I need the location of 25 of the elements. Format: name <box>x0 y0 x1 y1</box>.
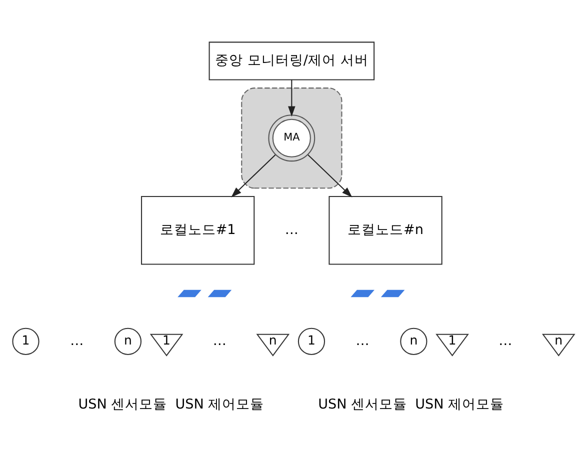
arrow <box>288 80 296 117</box>
label: … <box>70 332 84 349</box>
label: … <box>284 222 298 238</box>
label: USN 제어모듈 <box>175 396 264 413</box>
cluster <box>241 88 342 189</box>
label: … <box>356 332 370 349</box>
node-box: 중앙 모니터링/제어 서버 <box>208 42 375 80</box>
label: USN 센서모듈 <box>78 396 168 413</box>
node-lightning <box>350 290 374 298</box>
label: USN 제어모듈 <box>415 396 504 413</box>
node-box: 로컬노드#n <box>328 196 442 265</box>
node-circle: n <box>400 328 428 355</box>
arrow <box>231 154 276 198</box>
node-lightning <box>178 290 202 298</box>
node-lightning <box>208 290 232 298</box>
label: USN 센서모듈 <box>318 396 408 413</box>
node-circle: n <box>114 328 142 355</box>
node-circle: MA <box>268 114 316 162</box>
node-circle: 1 <box>12 328 40 355</box>
label: … <box>212 332 226 349</box>
node-circle: 1 <box>298 328 326 355</box>
node-lightning <box>380 290 405 298</box>
node-box: 로컬노드#1 <box>141 196 255 265</box>
arrow <box>308 154 352 198</box>
label: … <box>498 332 512 349</box>
